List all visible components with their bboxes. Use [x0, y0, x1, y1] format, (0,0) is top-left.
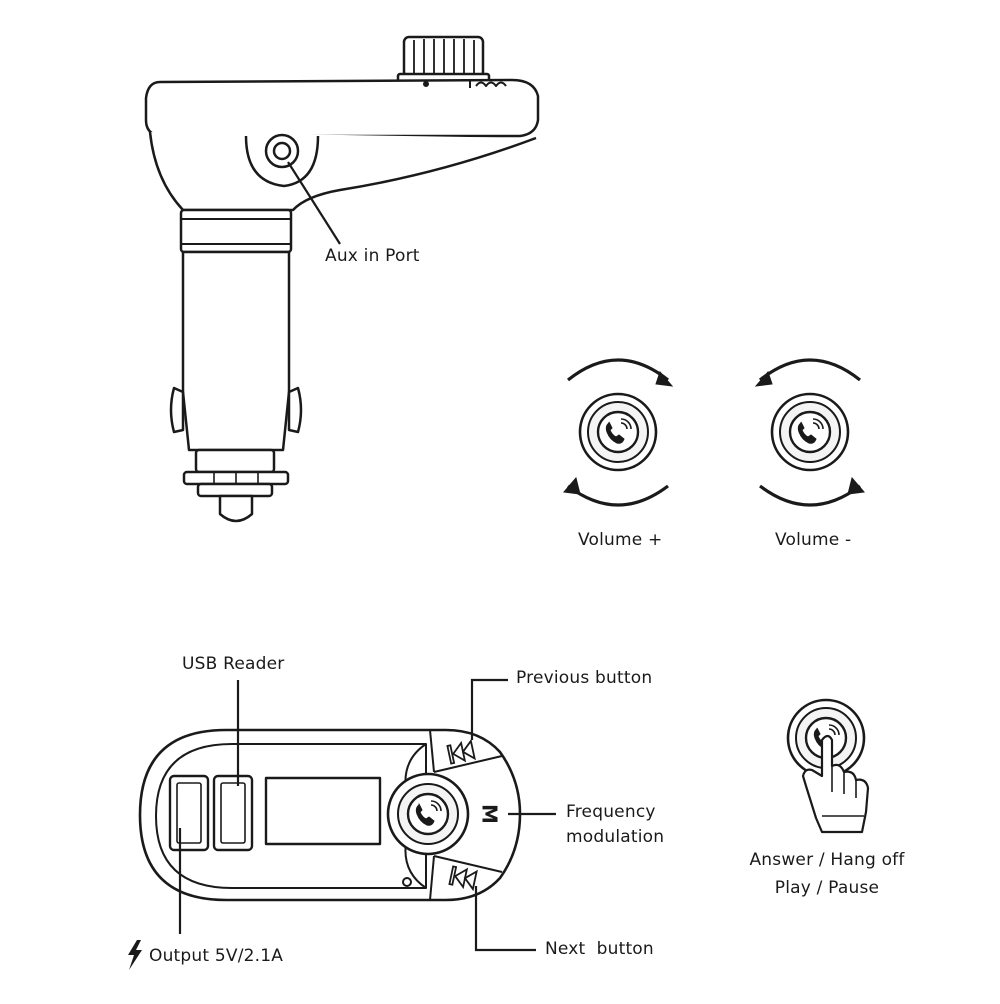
play-pause-label: Play / Pause: [774, 878, 880, 898]
aux-port-hole: [272, 141, 292, 161]
frequency-label-line1: Frequency: [566, 802, 656, 822]
next-track-icon: [448, 865, 478, 892]
previous-pointer: [470, 678, 508, 740]
display-screen: [264, 776, 382, 846]
aux-pointer-line: [287, 161, 341, 245]
output-label: Output 5V/2.1A: [149, 946, 284, 966]
answer-hangoff-label: Answer / Hang off: [749, 850, 905, 870]
charger-neck: [148, 131, 537, 212]
device-front-face: [138, 728, 522, 902]
usb-reader-port: [212, 774, 254, 852]
lightning-bolt-icon: [128, 940, 142, 970]
pointing-hand-icon: [801, 734, 870, 834]
volume-down-label: Volume -: [775, 530, 852, 550]
next-button-label: Next button: [545, 939, 654, 959]
previous-button-label: Previous button: [516, 668, 653, 688]
usb-reader-label: USB Reader: [182, 654, 285, 674]
usb-output-port: [168, 774, 210, 852]
previous-track-icon: [446, 738, 476, 765]
pointer-lines: [178, 678, 556, 952]
m-key-label: M: [478, 804, 502, 824]
frequency-label-line2: modulation: [566, 827, 665, 847]
aux-in-port-label: Aux in Port: [325, 246, 420, 266]
next-pointer: [474, 886, 536, 952]
volume-up-label: Volume +: [578, 530, 663, 550]
volume-up-dial: [563, 358, 674, 507]
charger-shaft: [181, 250, 291, 452]
charger-side-view: [144, 35, 540, 523]
charger-head: [144, 78, 540, 138]
top-knob: [396, 35, 491, 84]
volume-down-dial: [754, 358, 865, 507]
